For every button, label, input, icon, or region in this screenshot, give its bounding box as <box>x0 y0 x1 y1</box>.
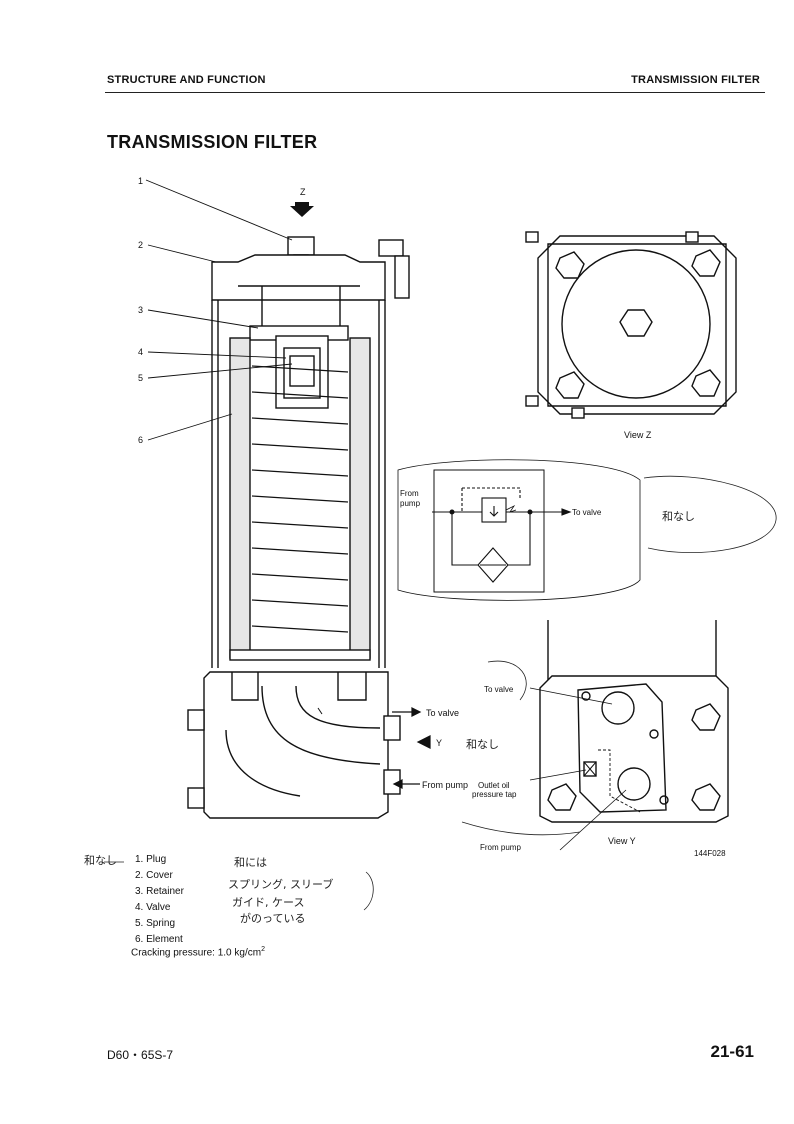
arrow-z: Z <box>290 187 314 217</box>
callouts <box>145 179 293 441</box>
handwritten-parts-4: がのっている <box>240 911 305 925</box>
handwritten-parts-2: スプリング, スリーブ <box>228 877 333 891</box>
callout-3: 3 <box>138 305 143 315</box>
figure-code: 144F028 <box>694 849 726 858</box>
parts-item: 2. Cover <box>135 870 173 881</box>
callout-4: 4 <box>138 347 143 357</box>
header-topic-title: TRANSMISSION FILTER <box>631 74 760 86</box>
cracking-label: Cracking pressure: <box>131 947 215 959</box>
handwritten-parts-1: 和には <box>234 856 267 869</box>
handwritten-note-y: 和なし <box>466 738 499 751</box>
label-from-pump-main: From pump <box>422 780 468 790</box>
parts-item: 1. Plug <box>135 854 167 865</box>
svg-text:Z: Z <box>300 187 306 197</box>
page-title: TRANSMISSION FILTER <box>107 132 318 152</box>
header-rule <box>105 92 765 93</box>
view-z-caption: View Z <box>624 430 652 440</box>
label-from-pump-y: From pump <box>480 843 521 852</box>
port-arrows <box>392 707 431 789</box>
hydraulic-schematic <box>397 459 641 601</box>
parts-item: 5. Spring <box>135 918 176 929</box>
parts-item: 3. Retainer <box>135 886 184 897</box>
handwritten-parts-3: ガイド, ケース <box>232 896 304 909</box>
callout-2: 2 <box>138 240 143 250</box>
cracking-unit-exponent: 2 <box>261 946 265 953</box>
parts-item: 6. Element <box>135 934 183 945</box>
view-y-caption: View Y <box>608 836 636 846</box>
parts-list: 1. Plug 2. Cover 3. Retainer 4. Valve 5.… <box>131 852 184 948</box>
callout-5: 5 <box>138 373 143 383</box>
arrow-y-label: Y <box>436 738 442 748</box>
cracking-value: 1.0 kg/cm <box>217 947 262 959</box>
callout-6: 6 <box>138 435 143 445</box>
view-z-drawing <box>525 231 737 419</box>
schematic-to-label: To valve <box>572 508 602 517</box>
view-y-drawing <box>529 620 729 851</box>
callout-1: 1 <box>138 176 143 186</box>
handwritten-note-left: 和なし <box>84 854 117 867</box>
header-section-title: STRUCTURE AND FUNCTION <box>107 74 266 86</box>
parts-item: 4. Valve <box>135 902 171 913</box>
cracking-pressure: Cracking pressure: 1.0 kg/cm2 <box>131 946 265 958</box>
label-to-valve-y: To valve <box>484 685 514 694</box>
label-to-valve-main: To valve <box>426 708 459 718</box>
handwritten-notes: 和なし 和なし 和なし 和には スプリング, スリーブ ガイド, ケース がのっ… <box>84 475 777 925</box>
footer-model: D60・65S-7 <box>107 1048 174 1062</box>
filter-cross-section <box>187 236 410 819</box>
footer-page-number: 21-61 <box>710 1042 754 1061</box>
handwritten-note-right: 和なし <box>662 510 695 523</box>
